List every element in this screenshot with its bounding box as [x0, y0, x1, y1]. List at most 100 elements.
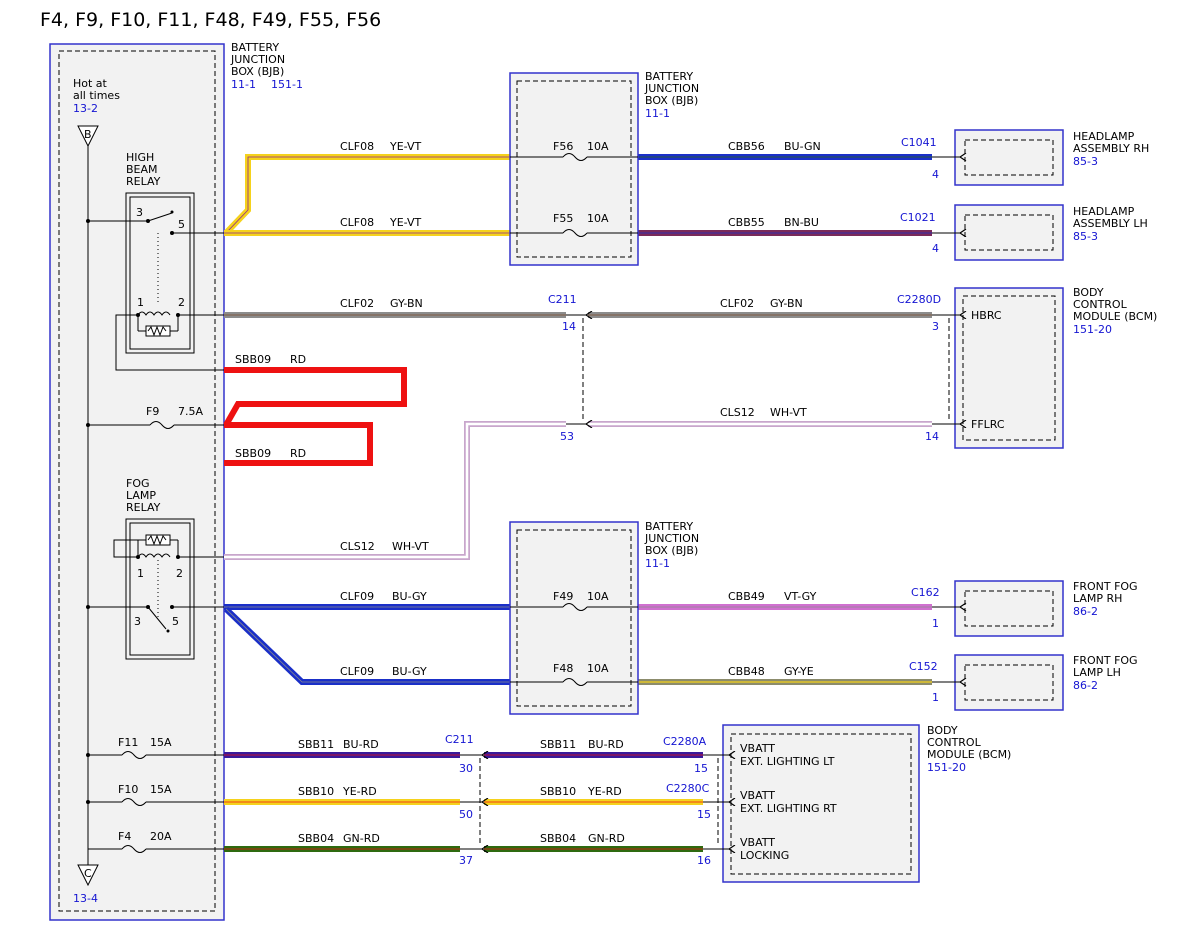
fog-relay-pin-1: 1: [137, 567, 144, 580]
c152-name: C152: [909, 660, 938, 673]
c162-name: C162: [911, 586, 940, 599]
wire-sbb11-left-circuit: SBB11: [298, 738, 334, 751]
wire-clf02-left-color: GY-BN: [390, 297, 423, 310]
wire-sbb10-left-circuit: SBB10: [298, 785, 334, 798]
c211-upper-connector: [566, 315, 586, 424]
fuse-f55-name: F55: [553, 212, 573, 225]
fog-lh-ref: 86-2: [1073, 679, 1098, 692]
c152-pin: 1: [932, 691, 939, 704]
wire-clf02-left-circuit: CLF02: [340, 297, 374, 310]
fuse-f56-name: F56: [553, 140, 573, 153]
fog-lh-label-1: FRONT FOG: [1073, 654, 1138, 667]
bcm-lower-label-1: BODY: [927, 724, 958, 737]
wire-sbb10-right-circuit: SBB10: [540, 785, 576, 798]
c211-lower-pin-30: 30: [459, 762, 473, 775]
high-beam-relay-label-2: BEAM: [126, 163, 158, 176]
headlamp-rh-module: [932, 129, 1064, 186]
wire-clf08-upper: [223, 154, 510, 236]
fog-relay-pin-2: 2: [176, 567, 183, 580]
wire-cbb48-circuit: CBB48: [728, 665, 765, 678]
bus-junction-dot: [86, 219, 90, 223]
bcm-upper-label-2: CONTROL: [1073, 298, 1128, 311]
main-fuse-f10: [86, 798, 224, 806]
wire-cbb56-circuit: CBB56: [728, 140, 765, 153]
wire-clf09-upper-color: BU-GY: [392, 590, 427, 603]
wire-sbb11-right-color: BU-RD: [588, 738, 624, 751]
c1041-name: C1041: [901, 136, 937, 149]
high-beam-coil-return: [115, 314, 224, 371]
c2280a-name: C2280A: [663, 735, 707, 748]
bjb-main-ref-1: 11-1: [231, 78, 256, 91]
headlamp-rh-ref: 85-3: [1073, 155, 1098, 168]
fog-relay-coil-ground: [113, 539, 138, 558]
c211-lower-connector: [460, 755, 482, 849]
high-beam-pin-2: 2: [178, 296, 185, 309]
fog-relay-label-3: RELAY: [126, 501, 161, 514]
bcm-upper-pin-fflrc: FFLRC: [971, 418, 1005, 431]
fog-lamp-relay: [88, 518, 195, 660]
c162-pin: 1: [932, 617, 939, 630]
c1021-pin: 4: [932, 242, 939, 255]
bcm-lower-module: [703, 724, 920, 883]
bcm-upper-label-1: BODY: [1073, 286, 1104, 299]
headlamp-lh-module: [932, 204, 1064, 261]
c1021-name: C1021: [900, 211, 936, 224]
headlamp-lh-ref: 85-3: [1073, 230, 1098, 243]
bjb-upper-label-3: BOX (BJB): [645, 94, 698, 107]
bjb-lower-label-1: BATTERY: [645, 520, 693, 533]
bcm-upper-ref: 151-20: [1073, 323, 1112, 336]
fuse-f9-name: F9: [146, 405, 159, 418]
fuse-f49-rating: 10A: [587, 590, 609, 603]
wire-clf08-lower-color: YE-VT: [389, 216, 422, 229]
c2280d-pin-14: 14: [925, 430, 939, 443]
wire-cbb55-circuit: CBB55: [728, 216, 765, 229]
wire-sbb09-upper: [223, 367, 407, 427]
c211-lower-pin-37: 37: [459, 854, 473, 867]
wire-clf02-right-circuit: CLF02: [720, 297, 754, 310]
fuse-f48-rating: 10A: [587, 662, 609, 675]
headlamp-rh-label-1: HEADLAMP: [1073, 130, 1135, 143]
fog-relay-pin-5: 5: [172, 615, 179, 628]
wire-sbb10-right-color: YE-RD: [587, 785, 622, 798]
wire-clf09-lower: [223, 606, 510, 685]
wire-cbb55-color: BN-BU: [784, 216, 819, 229]
fog-lamp-rh-module: [932, 580, 1064, 637]
fog-relay-label-1: FOG: [126, 477, 150, 490]
headlamp-lh-label-1: HEADLAMP: [1073, 205, 1135, 218]
wire-sbb09-lower: [224, 422, 373, 466]
bjb-lower-label-3: BOX (BJB): [645, 544, 698, 557]
bus-c-ref: 13-4: [73, 892, 98, 905]
bjb-main-label-1: BATTERY: [231, 41, 279, 54]
wire-sbb09-lower-circuit: SBB09: [235, 447, 271, 460]
wire-cls12-right-circuit: CLS12: [720, 406, 755, 419]
hot-at-label-1: Hot at: [73, 77, 108, 90]
high-beam-pin-5: 5: [178, 218, 185, 231]
wire-cbb49-color: VT-GY: [784, 590, 817, 603]
bcm-upper-module: [932, 287, 1064, 449]
bcm-lower-pin3-line2: LOCKING: [740, 849, 789, 862]
bus-b-triangle-icon: [77, 125, 99, 148]
wire-clf09-upper-circuit: CLF09: [340, 590, 374, 603]
wire-clf02-right-color: GY-BN: [770, 297, 803, 310]
main-fuse-f9: [86, 421, 224, 429]
bus-junction-dot: [86, 605, 90, 609]
main-fuse-f11: [86, 751, 224, 759]
bus-c-letter: C: [84, 867, 92, 880]
hot-at-ref: 13-2: [73, 102, 98, 115]
c2280a-pin: 15: [694, 762, 708, 775]
wire-cls12-left-color: WH-VT: [392, 540, 429, 553]
hot-at-label-2: all times: [73, 89, 120, 102]
c211-lower-pin-50: 50: [459, 808, 473, 821]
bcm-lower-label-2: CONTROL: [927, 736, 982, 749]
c2280d-name: C2280D: [897, 293, 941, 306]
bcm-lower-label-3: MODULE (BCM): [927, 748, 1011, 761]
c211-upper-name: C211: [548, 293, 577, 306]
wire-clf08-upper-circuit: CLF08: [340, 140, 374, 153]
bjb-upper-label-1: BATTERY: [645, 70, 693, 83]
c211-upper-pin-53: 53: [560, 430, 574, 443]
bcm-lower-pin1-line2: EXT. LIGHTING LT: [740, 755, 835, 768]
c2280d-pin-3: 3: [932, 320, 939, 333]
wire-sbb04-right-color: GN-RD: [588, 832, 625, 845]
wire-cbb56-color: BU-GN: [784, 140, 821, 153]
